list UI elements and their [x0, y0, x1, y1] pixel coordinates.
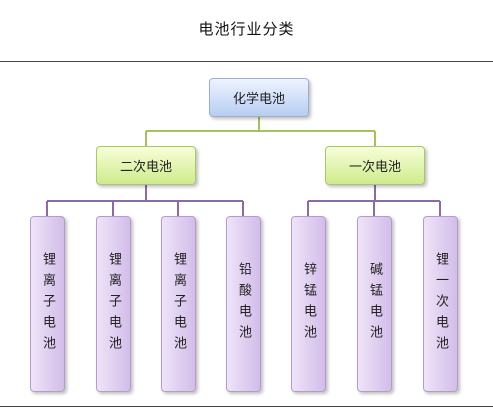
page-title: 电池行业分类 — [198, 20, 295, 38]
branch-node-primary: 一次电池 — [325, 146, 425, 185]
leaf-node-lithium-primary: 锂一次电池 — [423, 216, 458, 392]
leaf-node-li-ion-1: 锂离子电池 — [30, 216, 65, 392]
leaf-node-lead-acid: 铅酸电池 — [226, 216, 261, 392]
leaf-node-alkaline-manganese: 碱锰电池 — [357, 216, 392, 392]
leaf-node-li-ion-3: 锂离子电池 — [161, 216, 196, 392]
bottom-divider — [0, 406, 493, 407]
top-divider — [0, 61, 493, 62]
leaf-node-zinc-manganese: 锌锰电池 — [291, 216, 326, 392]
leaf-node-li-ion-2: 锂离子电池 — [96, 216, 131, 392]
root-node: 化学电池 — [209, 78, 309, 117]
branch-node-secondary: 二次电池 — [96, 146, 196, 185]
